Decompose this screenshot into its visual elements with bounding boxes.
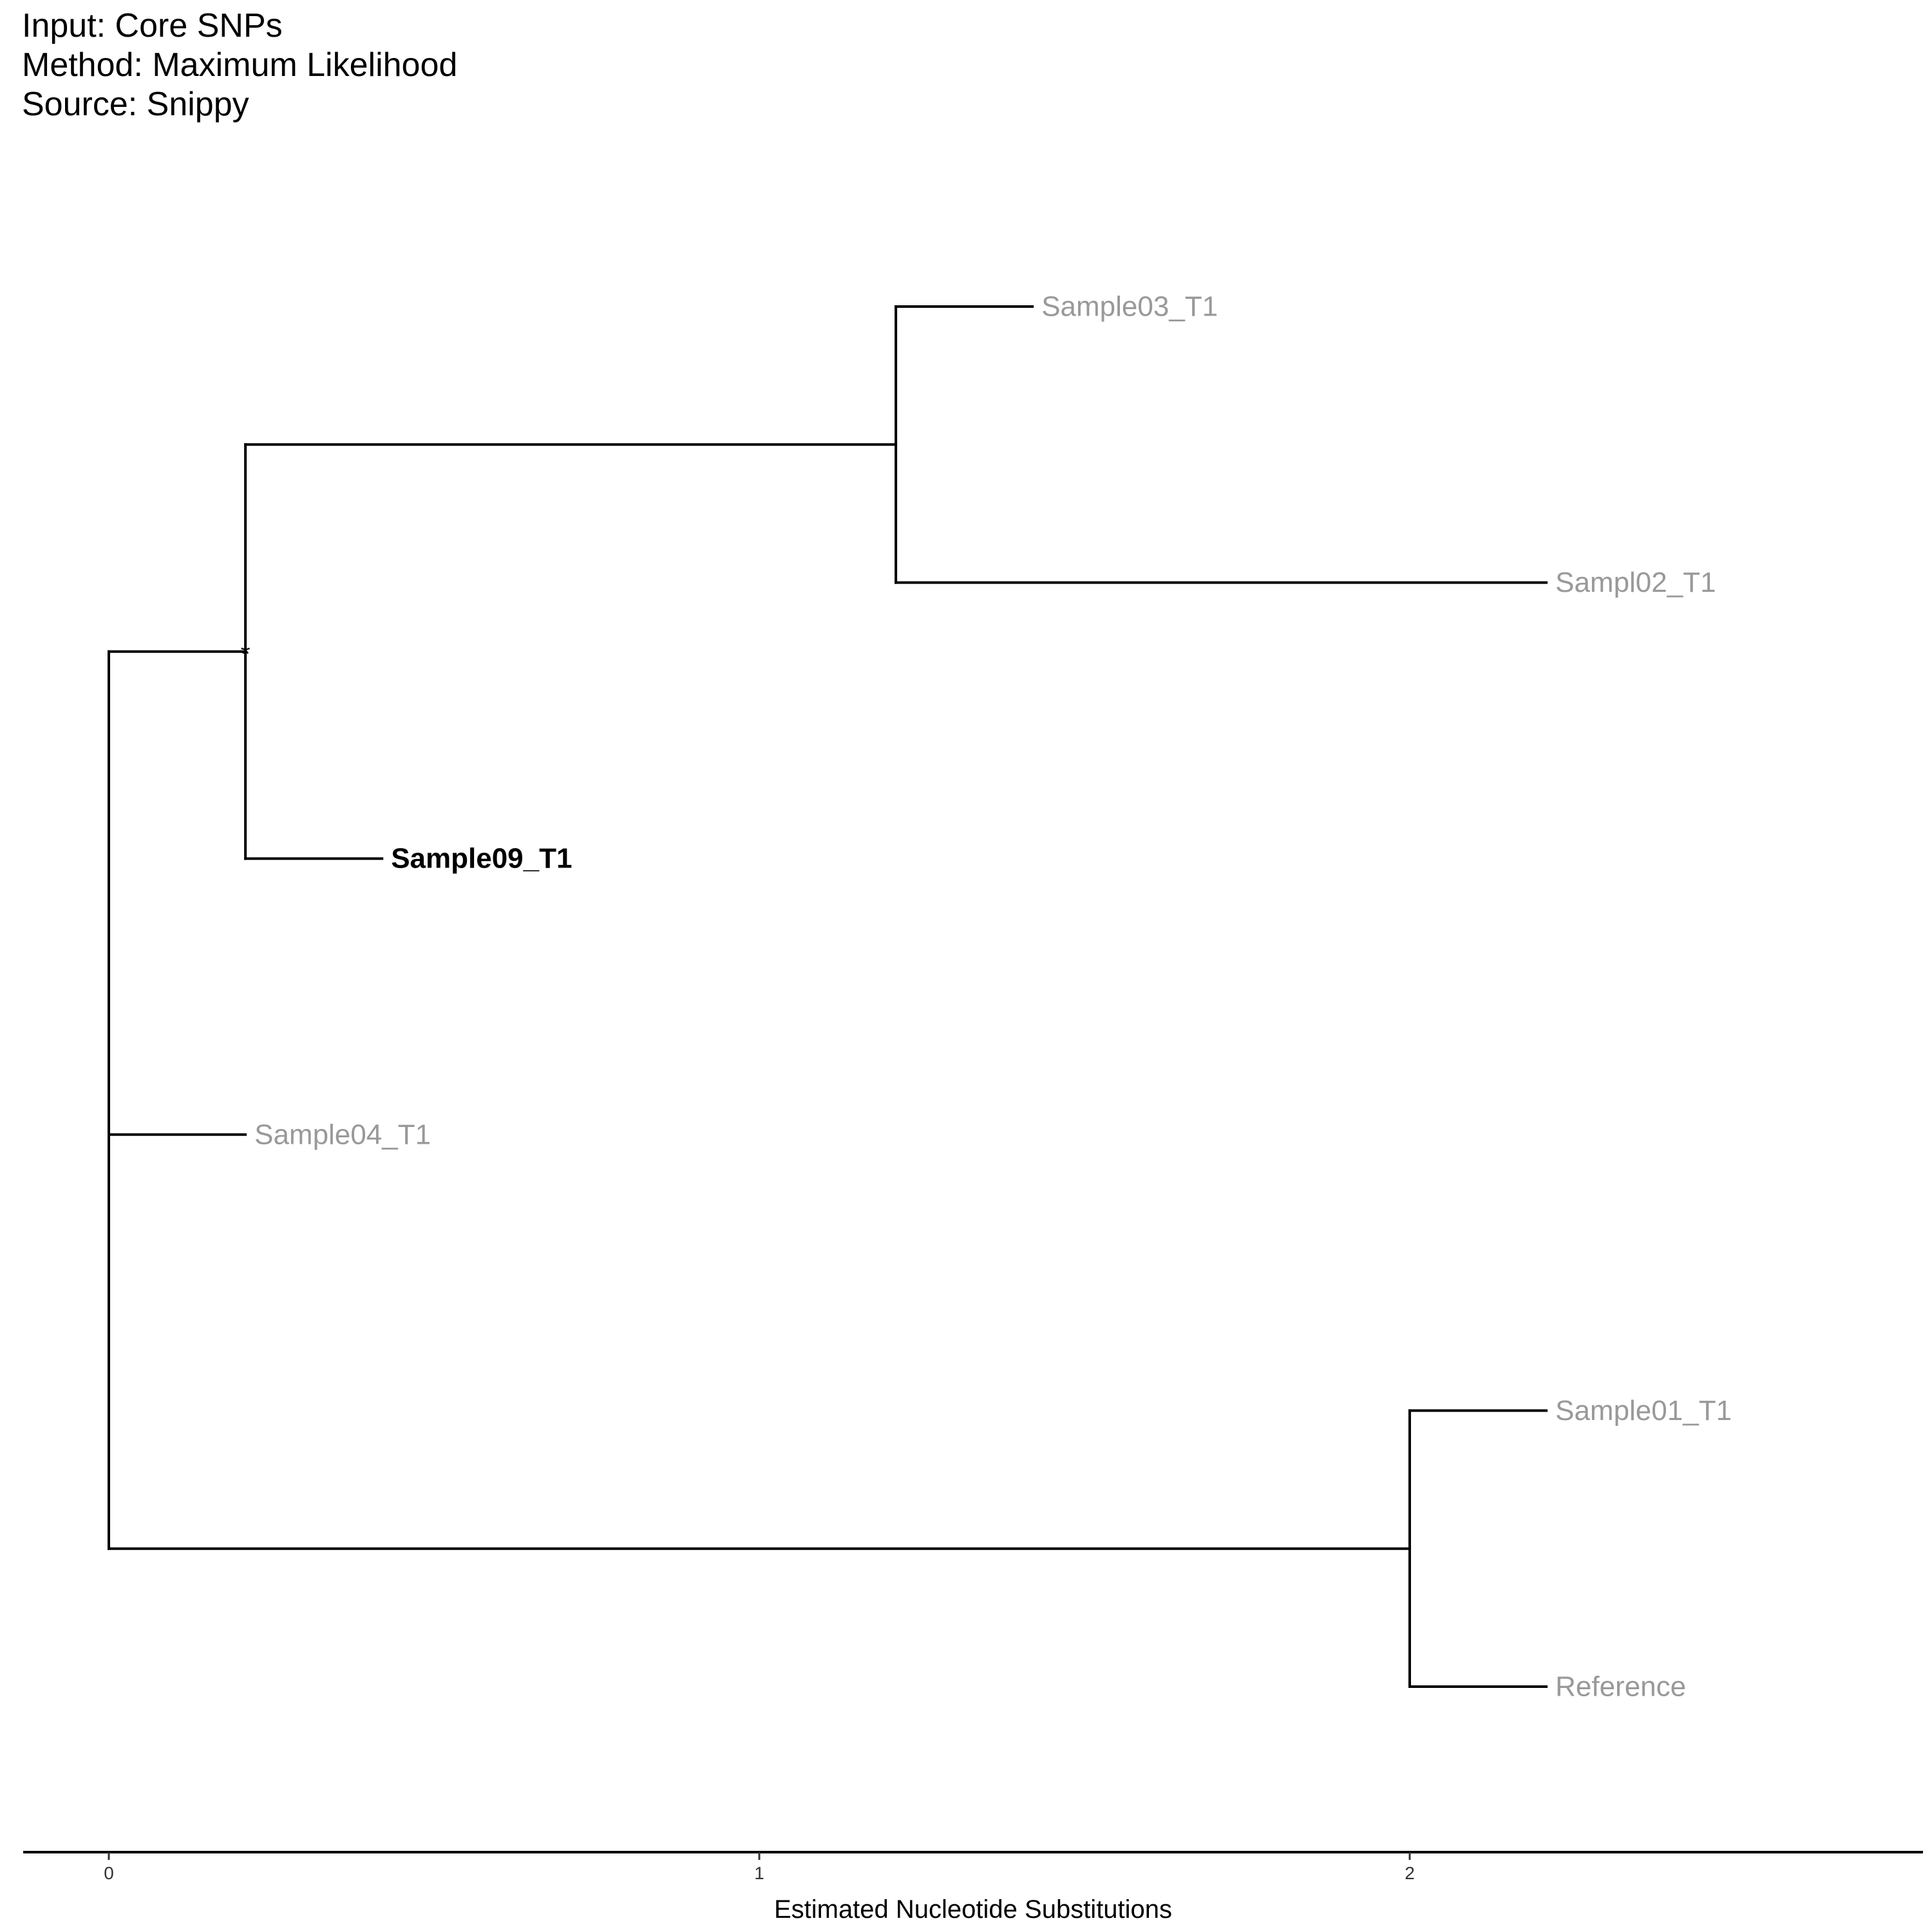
tip-label-sampl02-t1: Sampl02_T1 (1555, 567, 1716, 598)
tip-label-sample09-t1: Sample09_T1 (391, 843, 572, 875)
x-axis-title: Estimated Nucleotide Substitutions (774, 1895, 1172, 1924)
tip-label-reference: Reference (1555, 1671, 1686, 1703)
x-tick-label-2: 2 (1405, 1863, 1415, 1883)
x-axis: 0 1 2 Estimated Nucleotide Substitutions (23, 1851, 1923, 1924)
support-markers: * (241, 641, 251, 668)
x-tick-label-1: 1 (754, 1863, 764, 1883)
x-axis-ticks: 0 1 2 (104, 1852, 1415, 1883)
tip-labels: Sample03_T1Sampl02_T1Sample09_T1Sample04… (254, 291, 1732, 1703)
tip-label-sample03-t1: Sample03_T1 (1041, 291, 1218, 323)
header-input-line: Input: Core SNPs (22, 7, 283, 44)
header-method-line: Method: Maximum Likelihood (22, 46, 458, 84)
tip-label-sample04-t1: Sample04_T1 (254, 1119, 431, 1150)
support-marker-n_a: * (241, 641, 251, 668)
tree-branches (108, 305, 1548, 1688)
x-tick-label-0: 0 (104, 1863, 114, 1883)
tip-label-sample01-t1: Sample01_T1 (1555, 1395, 1732, 1426)
header-source-line: Source: Snippy (22, 86, 249, 123)
plot-header: Input: Core SNPs Method: Maximum Likelih… (22, 6, 457, 124)
